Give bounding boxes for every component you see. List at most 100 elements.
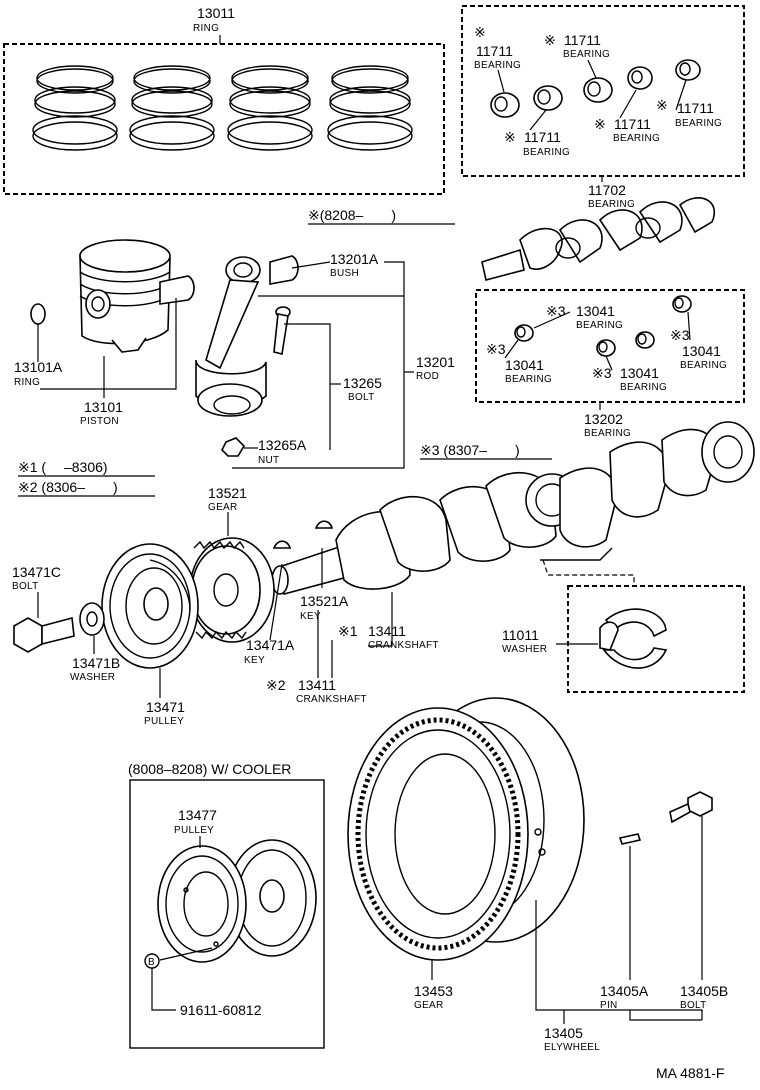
connecting-rod [195,255,299,457]
bearing-11711-num-3: 11711 [677,100,714,116]
bearing-11711-num-4: 11711 [614,116,651,132]
bearing-11711-num-5: 11711 [524,129,561,145]
bolt-13405b-name: BOLT [680,1000,707,1011]
note-2: ※2 (8306– ) [18,479,118,495]
bush-drawing [269,255,299,285]
rod-bolt-num: 13265 [343,375,382,391]
key-13521a-name: KEY [300,611,321,622]
washer-11011-num: 11011 [502,627,539,643]
piston-ring-clip [30,303,46,325]
bearing-11711-name-5: BEARING [523,147,570,158]
bearing-11702-name: BEARING [588,199,635,210]
pulley-13477-name: PULLEY [174,825,214,836]
crankshaft-1-num: 13411 [368,623,406,639]
pulley-13471-drawing [101,543,199,669]
flywheel-drawing [347,697,585,961]
bearing-11711-mark-5: ※ [504,129,516,145]
timing-gear-drawing [189,537,275,643]
rod-bearing-shell [514,324,534,342]
bearing-shell [627,66,653,90]
pulley-13471-name: PULLEY [144,716,184,727]
pulley-13477-drawing [157,839,317,963]
rod-nut-name: NUT [258,455,279,466]
piston-ring-num: 13101A [14,359,63,375]
bearing-13041-name-4: BEARING [680,360,727,371]
bolt-13471c-drawing [13,616,75,653]
ring-gear-drawing [347,707,529,961]
bearing-13041-mark-3: ※3 [592,365,612,381]
diagram-code: MA 4881-F [656,1065,724,1081]
gear-13521-name: GEAR [208,502,238,513]
bearing-13041-num-4: 13041 [682,343,721,359]
crankshaft-1-mark: ※1 [338,623,358,639]
bolt-13471c-name: BOLT [12,581,39,592]
washer-11011-name: WASHER [502,644,547,655]
rod-bearing-box [475,289,745,403]
bearing-shell [490,92,520,118]
pulley-13477-num: 13477 [178,807,217,823]
rod-bolt-name: BOLT [348,392,375,403]
ring-stack-2 [129,65,215,151]
washer-13471b-name: WASHER [70,672,115,683]
flywheel-name: ELYWHEEL [544,1042,600,1053]
bearing-13041-num-3: 13041 [620,365,659,381]
rod-bearing-group: ※3 13041 BEARING ※3 13041 BEARING ※3 130… [475,289,745,403]
main-bearing-box [461,5,745,177]
bolt-13405b-drawing [669,791,713,824]
cooler-note: (8008–8208) W/ COOLER [128,761,291,777]
piston-num: 13101 [84,399,123,415]
crankshaft-drawing [271,421,755,595]
ring-box [3,43,445,195]
rod-nut-drawing [221,437,246,457]
bolt-13471c-num: 13471C [12,564,61,580]
gear-13453-num: 13453 [414,983,453,999]
bolt-13405b-num: 13405B [680,983,728,999]
bearing-shell [675,59,701,81]
key-13471a-num: 13471A [246,637,295,653]
rod-bearing-shell [672,295,692,313]
gear-13453-name: GEAR [414,1000,444,1011]
rod-nut-num: 13265A [258,437,307,453]
piston-name: PISTON [80,416,119,427]
bearing-shell [533,85,563,111]
bearing-11711-num-1: 11711 [476,43,513,59]
bearing-13041-mark-1: ※3 [546,303,566,319]
pin-13405a-num: 13405A [600,983,649,999]
bearing-13041-mark-2: ※3 [486,341,506,357]
key-13521a-num: 13521A [300,593,349,609]
bearing-13202-name: BEARING [584,428,631,439]
bush-num: 13201A [330,251,379,267]
bearing-13041-mark-4: ※3 [670,327,690,343]
ring-name: RING [193,23,219,34]
rod-bearing-shell [596,339,616,357]
note-1: ※1 ( –8306) [18,459,108,475]
washer-13471b-num: 13471B [72,655,120,671]
bearing-11711-mark-4: ※ [594,116,606,132]
rod-bearing-shell [635,331,655,349]
rod-name: ROD [416,371,439,382]
bolt-91611-num: 91611-60812 [180,1002,262,1018]
thrust-washer-box [567,585,745,693]
crankshaft-2-mark: ※2 [266,677,286,693]
bearing-13041-num-2: 13041 [505,357,544,373]
flywheel-num: 13405 [544,1025,583,1041]
key-13471a-name: KEY [244,655,265,666]
cooler-box [129,779,325,1049]
rod-num: 13201 [416,354,455,370]
note-8208: ※(8208– ) [308,207,396,223]
bearing-shell [583,77,613,103]
bearing-11711-name-2: BEARING [563,49,610,60]
crankshaft-1-name: CRANKSHAFT [368,640,439,651]
piston-ring-name: RING [14,377,40,388]
upper-crankshaft [481,197,715,281]
main-bearing-group: ※ 11711 BEARING ※ 11711 BEARING ※ 11711 … [461,5,745,177]
bearing-11711-mark-2: ※ [544,32,556,48]
ring-num: 13011 [197,5,235,21]
pin-13405a-name: PIN [600,1000,618,1011]
thrust-washer-group: 11011 WASHER [502,585,745,693]
bearing-13041-name-3: BEARING [620,382,667,393]
washer-13471b-drawing [79,602,105,636]
bearing-11702-num: 11702 [588,182,626,198]
bearing-11711-name-1: BEARING [474,60,521,71]
